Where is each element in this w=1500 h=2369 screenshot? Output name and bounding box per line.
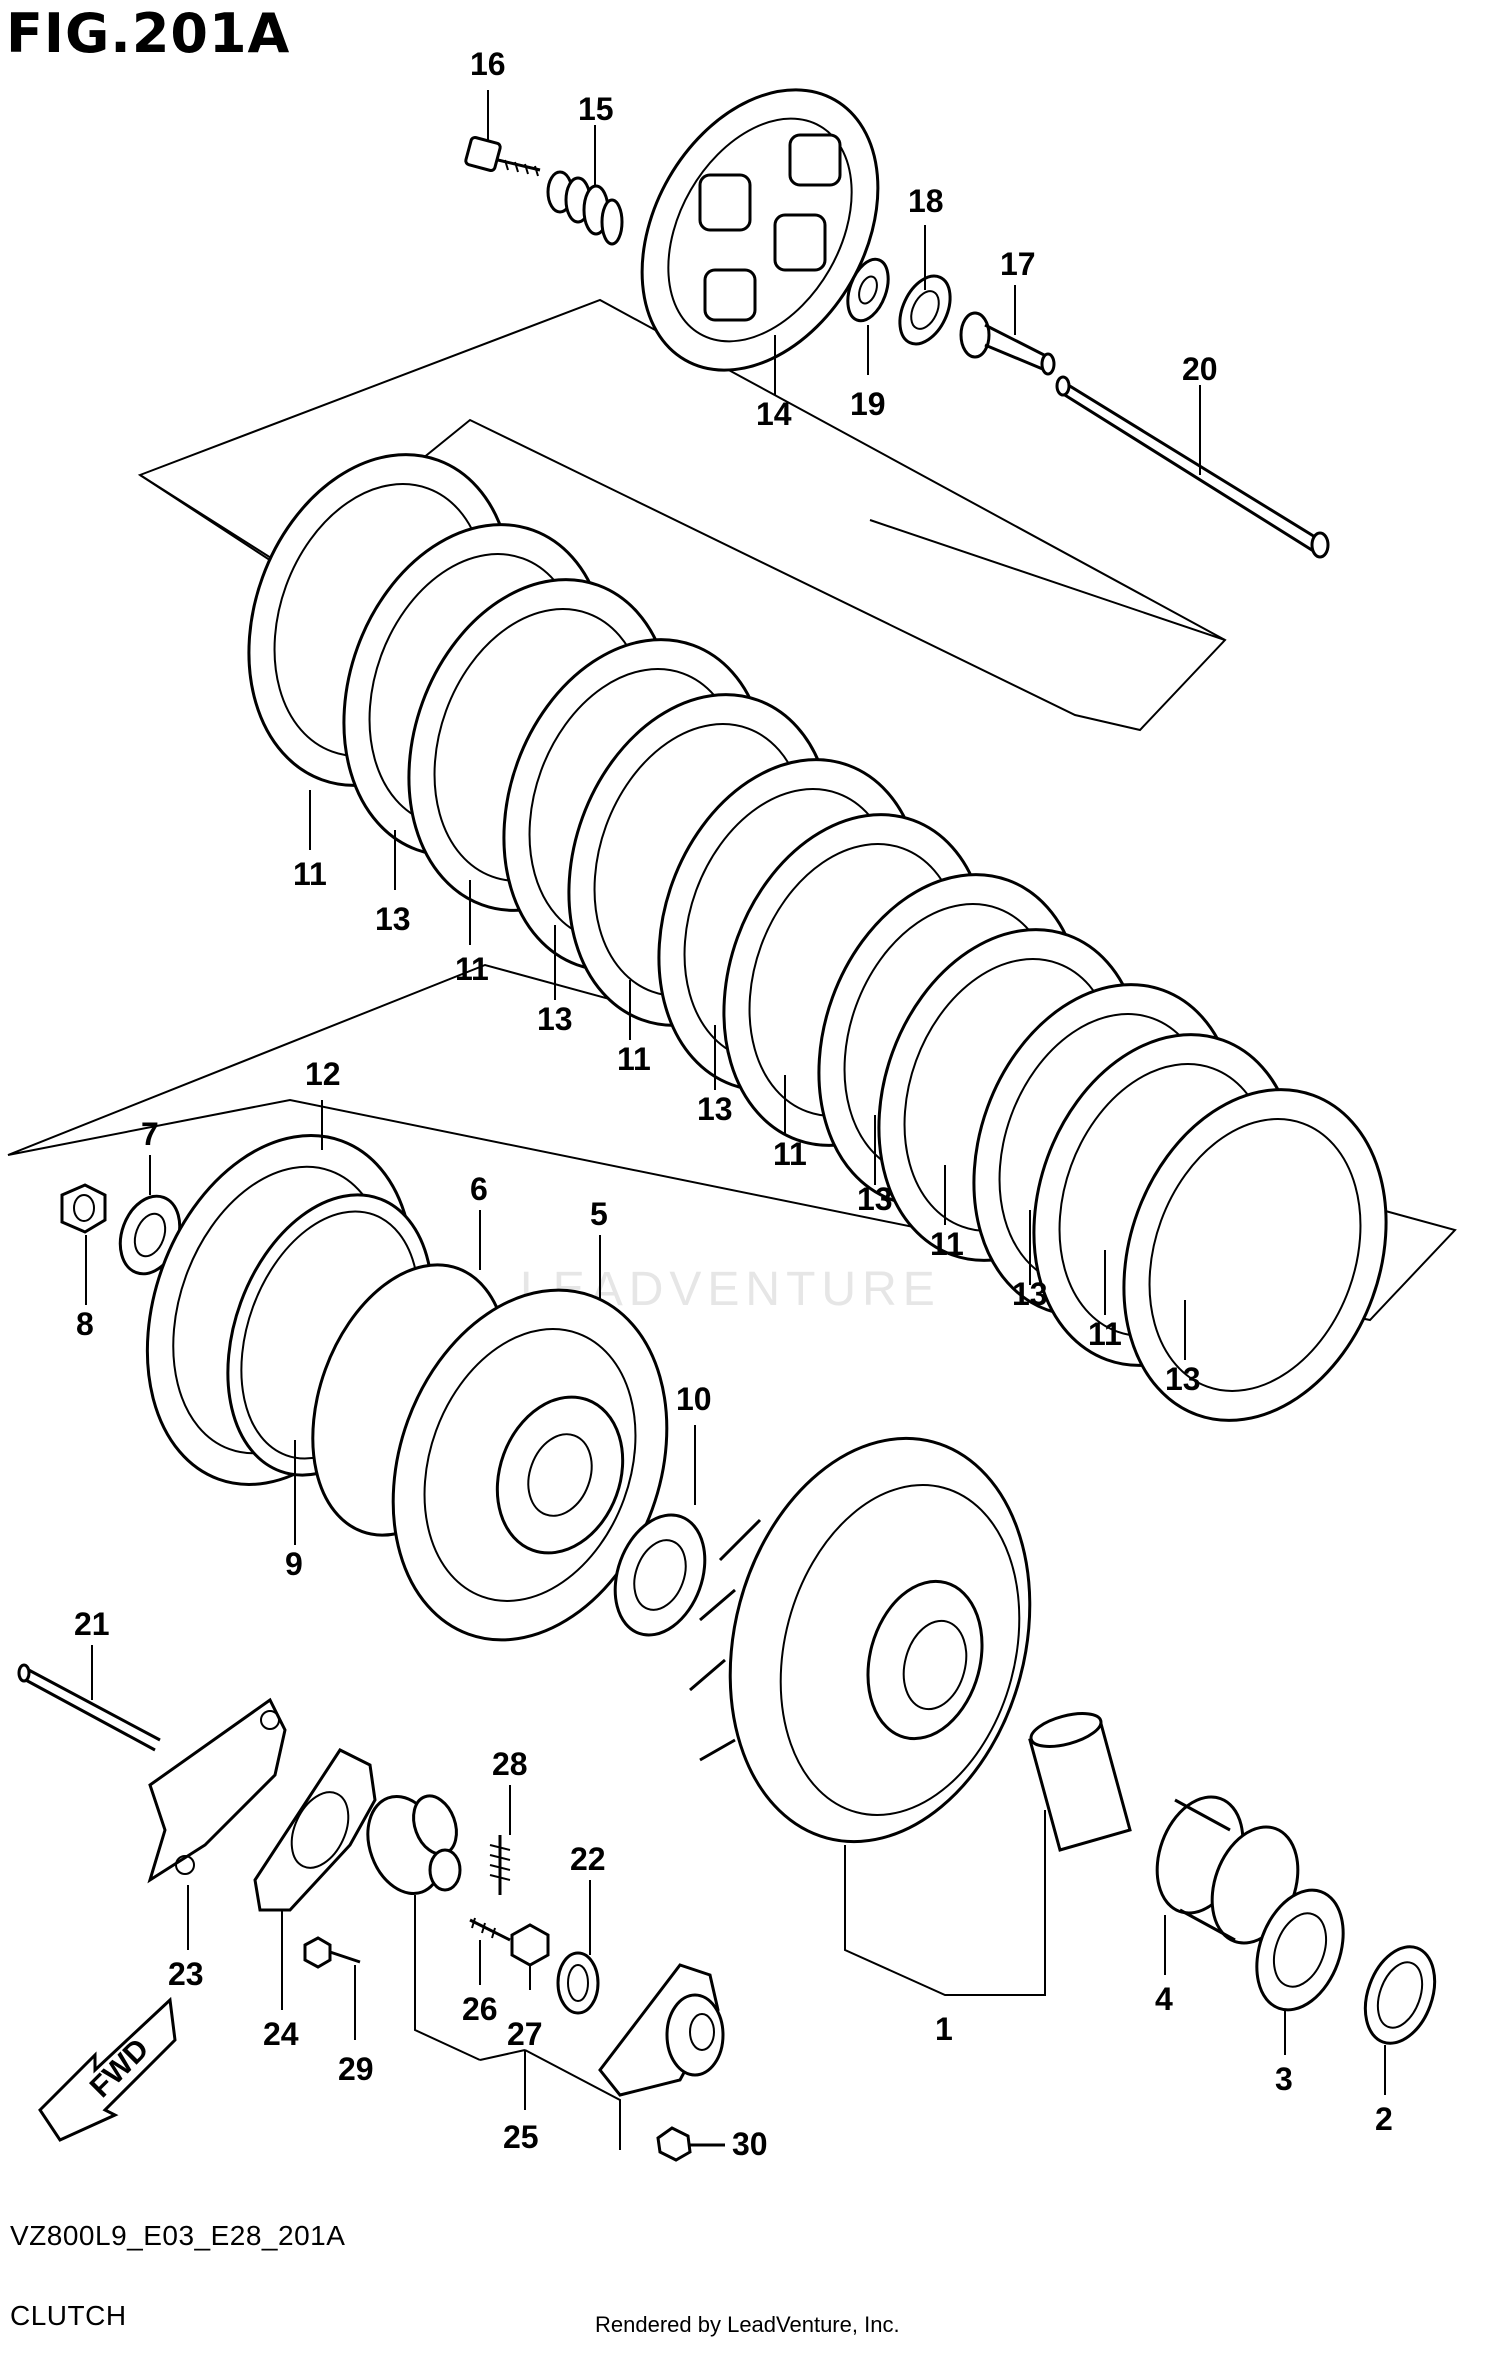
callout-11-d: 11 bbox=[773, 1136, 807, 1172]
callout-11-f: 11 bbox=[1088, 1316, 1122, 1352]
push-rod-20 bbox=[1055, 375, 1330, 559]
callout-7: 7 bbox=[141, 1116, 159, 1152]
callout-23: 23 bbox=[168, 1956, 204, 1992]
callout-27: 27 bbox=[507, 2016, 543, 2052]
bracket-23 bbox=[147, 1697, 287, 1884]
figure-code: VZ800L9_E03_E28_201A bbox=[10, 2220, 346, 2251]
callout-13-d: 13 bbox=[857, 1181, 893, 1217]
callout-4: 4 bbox=[1155, 1981, 1173, 2017]
figure-name: CLUTCH bbox=[10, 2300, 127, 2331]
plate-pack-outline-edge-2 bbox=[869, 519, 1226, 641]
sleeve-hub-5 bbox=[391, 1288, 669, 1642]
callout-11-a: 11 bbox=[293, 856, 327, 892]
callout-16: 16 bbox=[470, 46, 506, 82]
clutch-plate-stack bbox=[247, 453, 1388, 1422]
bolt-26 bbox=[469, 1917, 511, 1942]
spring-28 bbox=[489, 1835, 511, 1895]
callout-24: 24 bbox=[263, 2016, 299, 2052]
callout-6: 6 bbox=[470, 1171, 488, 1207]
callout-12: 12 bbox=[305, 1056, 341, 1092]
callout-13-c: 13 bbox=[697, 1091, 733, 1127]
callout-2: 2 bbox=[1375, 2101, 1393, 2137]
washer-19 bbox=[846, 257, 890, 323]
callout-labels: 16 15 18 17 20 14 19 11 13 11 13 11 13 1… bbox=[74, 46, 1393, 2162]
plate-pack-outline-lower bbox=[7, 963, 1457, 1322]
nut-8 bbox=[60, 1183, 107, 1234]
callout-13-b: 13 bbox=[537, 1001, 573, 1037]
washer-3 bbox=[1255, 1888, 1345, 2012]
callout-13-f: 13 bbox=[1165, 1361, 1201, 1397]
callout-22: 22 bbox=[570, 1841, 606, 1877]
release-rod-21 bbox=[17, 1663, 161, 1752]
primary-driven-gear-1 bbox=[689, 1436, 1032, 1844]
callout-11-e: 11 bbox=[930, 1226, 964, 1262]
bearing-18 bbox=[898, 274, 952, 346]
callout-13-a: 13 bbox=[375, 901, 411, 937]
bolt-29 bbox=[303, 1936, 361, 1969]
fwd-direction-arrow: FWD bbox=[38, 1996, 177, 2142]
spacer-2 bbox=[1363, 1945, 1437, 2045]
nut-27 bbox=[510, 1923, 550, 1967]
callout-15: 15 bbox=[578, 91, 614, 127]
callout-21: 21 bbox=[74, 1606, 110, 1642]
callout-13-e: 13 bbox=[1012, 1276, 1048, 1312]
callout-8: 8 bbox=[76, 1306, 94, 1342]
gasket-24 bbox=[253, 1748, 377, 1912]
callout-11-c: 11 bbox=[617, 1041, 651, 1077]
callout-30: 30 bbox=[732, 2126, 768, 2162]
callout-10: 10 bbox=[676, 1381, 712, 1417]
callout-20: 20 bbox=[1182, 351, 1218, 387]
figure-title: FIG.201A bbox=[6, 2, 291, 65]
callout-5: 5 bbox=[590, 1196, 608, 1232]
rendered-by-credit: Rendered by LeadVenture, Inc. bbox=[595, 2312, 900, 2337]
spring-15 bbox=[546, 170, 624, 246]
callout-11-b: 11 bbox=[455, 951, 489, 987]
release-cam-25 bbox=[366, 1794, 462, 1895]
release-housing bbox=[598, 1963, 725, 2097]
plate-pack-outline-edge bbox=[139, 474, 291, 571]
callout-14: 14 bbox=[756, 396, 792, 432]
washer-10 bbox=[613, 1513, 707, 1637]
callout-18: 18 bbox=[908, 183, 944, 219]
push-piece-17 bbox=[959, 311, 1056, 376]
leader-lines bbox=[85, 90, 1386, 2150]
callout-1: 1 bbox=[935, 2011, 953, 2047]
callout-25: 25 bbox=[503, 2119, 539, 2155]
callout-9: 9 bbox=[285, 1546, 303, 1582]
callout-17: 17 bbox=[1000, 246, 1036, 282]
pressure-plate-14 bbox=[640, 88, 880, 372]
bolt-16 bbox=[464, 135, 541, 177]
callout-19: 19 bbox=[850, 386, 886, 422]
spacer-sleeve bbox=[1028, 1712, 1132, 1852]
oil-seal-22 bbox=[556, 1951, 600, 2015]
callout-26: 26 bbox=[462, 1991, 498, 2027]
callout-29: 29 bbox=[338, 2051, 374, 2087]
callout-3: 3 bbox=[1275, 2061, 1293, 2097]
callout-28: 28 bbox=[492, 1746, 528, 1782]
drive-plate-13-6 bbox=[1122, 1088, 1388, 1422]
washer-7 bbox=[118, 1194, 182, 1276]
